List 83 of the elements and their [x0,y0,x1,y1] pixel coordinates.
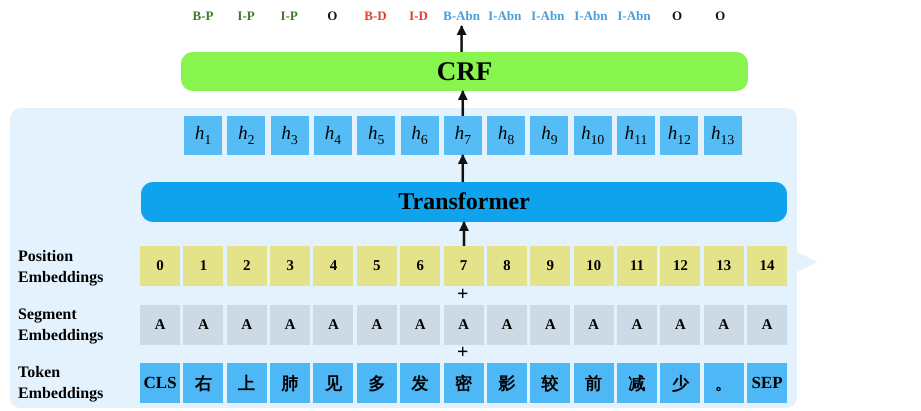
token-embedding-cell: 密 [444,363,484,403]
row-label: Token Embeddings [18,363,104,404]
tag-label: B-Abn [440,6,483,26]
tag-label: B-P [182,6,224,26]
segment-embedding-cell: A [747,305,788,345]
position-embedding-cell: 1 [183,246,224,286]
hidden-state-box: h$_{12}$ [660,116,698,155]
segment-embedding-cell: A [616,305,657,345]
token-embedding-cell: 多 [356,363,397,403]
token-embedding-cell: CLS [140,363,180,403]
tag-label: I-D [398,6,440,26]
token-embedding-cell: 减 [616,363,657,403]
segment-embedding-cell: A [183,305,224,345]
transformer-layer-box: Transformer [141,182,787,222]
position-embedding-cell: 10 [574,246,614,286]
hidden-state-box: h$_{5}$ [357,116,396,155]
position-embedding-cell: 13 [704,246,744,286]
hidden-state-box: h$_{3}$ [270,116,309,155]
token-embedding-cell: 前 [574,363,614,403]
token-embedding-cell: 上 [226,363,267,403]
tag-label: O [311,6,354,26]
arrow [456,25,467,52]
hidden-state-box: h$_{6}$ [400,116,438,155]
hidden-state-box: h$_{4}$ [314,116,352,155]
position-embedding-cell: 4 [313,246,354,286]
position-embedding-cell: 2 [226,246,267,286]
arrow [459,221,469,246]
segment-embedding-cell: A [660,305,700,345]
tag-label: I-Abn [526,6,569,26]
position-embedding-cell: 12 [660,246,700,286]
hidden-state-box: h$_{10}$ [574,116,612,155]
tag-label: O [656,6,698,26]
model-panel [10,108,818,408]
position-embedding-cell: 7 [444,246,484,286]
crf-layer-box: CRF [181,52,748,91]
segment-embedding-cell: A [313,305,354,345]
hidden-state-box: h$_{8}$ [487,116,526,155]
tag-label: O [699,6,742,26]
tag-label: I-Abn [570,6,612,26]
tag-label: I-P [225,6,268,26]
row-label: Position Embeddings [18,247,104,288]
tag-label: I-P [268,6,310,26]
segment-embedding-cell: A [486,305,527,345]
position-embedding-cell: 0 [140,246,180,286]
segment-embedding-cell: A [140,305,180,345]
token-embedding-cell: SEP [747,363,788,403]
position-embedding-cell: 14 [747,246,788,286]
segment-embedding-cell: A [530,305,570,345]
tag-label: I-Abn [613,6,655,26]
token-embedding-cell: 少 [660,363,700,403]
segment-embedding-cell: A [574,305,614,345]
tag-label: I-Abn [484,6,526,26]
arrow [458,154,468,182]
position-embedding-cell: 3 [270,246,310,286]
token-embedding-cell: 肺 [270,363,310,403]
arrow [458,90,468,116]
hidden-state-box: h$_{9}$ [530,116,568,155]
position-embedding-cell: 6 [400,246,440,286]
plus-sign: + [457,342,468,363]
segment-embedding-cell: A [704,305,744,345]
position-embedding-cell: 8 [486,246,527,286]
token-embedding-cell: 较 [530,363,570,403]
token-embedding-cell: 见 [313,363,354,403]
token-embedding-cell: 右 [183,363,224,403]
tag-label: B-D [354,6,396,26]
token-embedding-cell: 。 [704,363,744,403]
row-label: Segment Embeddings [18,305,104,346]
segment-embedding-cell: A [226,305,267,345]
hidden-state-box: h$_{2}$ [227,116,266,155]
segment-embedding-cell: A [356,305,397,345]
hidden-state-box: h$_{11}$ [617,116,655,155]
token-embedding-cell: 影 [486,363,527,403]
hidden-state-box: h$_{7}$ [444,116,482,155]
segment-embedding-cell: A [444,305,484,345]
position-embedding-cell: 5 [356,246,397,286]
hidden-state-box: h$_{1}$ [184,116,222,155]
position-embedding-cell: 11 [616,246,657,286]
segment-embedding-cell: A [400,305,440,345]
token-embedding-cell: 发 [400,363,440,403]
plus-sign: + [457,284,468,305]
hidden-state-box: h$_{13}$ [704,116,742,155]
position-embedding-cell: 9 [530,246,570,286]
segment-embedding-cell: A [270,305,310,345]
